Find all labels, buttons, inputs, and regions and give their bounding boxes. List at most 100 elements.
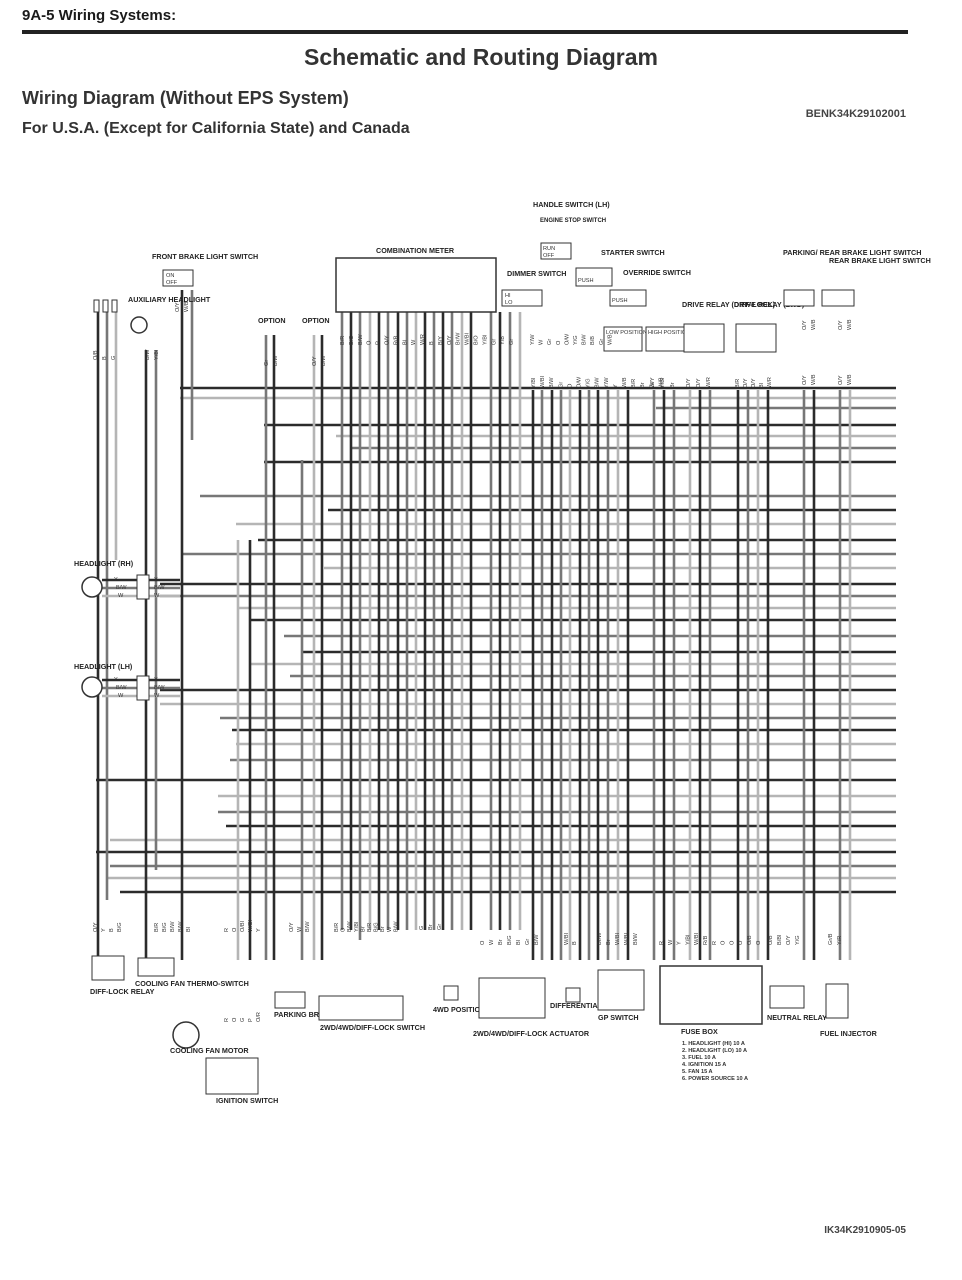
- svg-text:HIGH POSITION DIODE: HIGH POSITION DIODE: [648, 330, 710, 336]
- wire-color-label: Gr: [491, 339, 497, 345]
- svg-text:RUN: RUN: [543, 246, 555, 252]
- wire-color-label: B/W: [154, 585, 165, 591]
- wire-color-label: W/B: [622, 377, 628, 388]
- svg-text:OFF: OFF: [166, 280, 178, 286]
- wire-color-label: O/Y: [802, 375, 808, 385]
- wire-color-label: O/B: [768, 935, 774, 945]
- svg-text:NEUTRAL RELAY: NEUTRAL RELAY: [767, 1013, 827, 1022]
- starter-switch: STARTER SWITCH PUSH: [575, 248, 665, 287]
- wire-color-label: Bl: [186, 927, 192, 932]
- wire-color-label: Gr: [437, 924, 443, 930]
- low-position-diode: LOW POSITION DIODE: [603, 326, 667, 352]
- wire-color-label: B/W: [170, 921, 176, 932]
- wire-color-label: Gr: [509, 339, 515, 345]
- wire-color-label: B/O: [474, 335, 480, 345]
- svg-text:DIMMER SWITCH: DIMMER SWITCH: [507, 269, 567, 278]
- wire-color-label: O/Y: [751, 378, 757, 388]
- svg-text:PARKING/ REAR BRAKE LIGHT SWIT: PARKING/ REAR BRAKE LIGHT SWITCH: [783, 248, 921, 257]
- svg-text:FRONT BRAKE LIGHT SWITCH: FRONT BRAKE LIGHT SWITCH: [152, 252, 258, 261]
- wire-color-label: Y: [677, 941, 683, 945]
- wire-color-label: W: [668, 939, 674, 945]
- wire-color-label: B/W: [393, 921, 399, 932]
- wire-color-label: W/R: [420, 334, 426, 345]
- wire-color-label: Br/W: [456, 332, 462, 345]
- document-code: BENK34K29102001: [805, 108, 906, 120]
- fuse-list: 1. HEADLIGHT (HI) 10 A2. HEADLIGHT (LO) …: [682, 1041, 748, 1082]
- wire-color-label: O/B: [747, 935, 753, 945]
- wire-color-label: Y/G: [573, 335, 579, 345]
- engine-stop-switch: ENGINE STOP SWITCH RUN OFF: [540, 218, 606, 260]
- wire-color-label: Y/Bl: [660, 378, 666, 388]
- wire-color-label: W: [154, 593, 160, 599]
- wire-color-label: Br: [640, 382, 646, 388]
- override-switch: OVERRIDE SWITCH PUSH: [609, 268, 691, 307]
- fuse-list-item: 4. IGNITION 15 A: [682, 1062, 726, 1068]
- wire-color-label: B/W: [154, 685, 165, 691]
- wire-color-label: Y/R: [837, 936, 843, 945]
- wire-color-label: Br: [670, 382, 676, 388]
- wire-color-label: B/Bl: [777, 935, 783, 945]
- wire-color-label: B: [429, 341, 435, 345]
- wire-color-label: B/W: [116, 685, 127, 691]
- page-title: Schematic and Routing Diagram: [303, 44, 658, 70]
- mode-switch-2wd-4wd: 2WD/4WD/DIFF-LOCK SWITCH: [318, 995, 425, 1032]
- wire-color-label: W: [297, 926, 303, 932]
- wire-color-label: W/B: [184, 301, 190, 312]
- combination-meter-label: COMBINATION METER: [376, 246, 455, 255]
- wire-color-label: Gr: [558, 382, 564, 388]
- wire-color-label: O/Bl: [240, 921, 246, 932]
- wire-color-label: W/Bl: [465, 333, 471, 345]
- wire-color-label: Y: [256, 928, 262, 932]
- svg-text:HI: HI: [505, 293, 511, 299]
- wire-color-label: O: [480, 940, 486, 945]
- svg-text:FUEL INJECTOR: FUEL INJECTOR: [820, 1029, 878, 1038]
- wire-color-label: Bl/W: [633, 932, 639, 945]
- wire-color-label: B/R: [735, 379, 741, 388]
- wire-color-label: B: [109, 928, 115, 932]
- ignition-switch: IGNITION SWITCH: [205, 1057, 278, 1105]
- wire-color-label: Br/W: [597, 932, 603, 945]
- wire-color-label: Gr: [525, 939, 531, 945]
- wire-color-label: W/R: [767, 377, 773, 388]
- svg-text:OVERRIDE SWITCH: OVERRIDE SWITCH: [623, 268, 691, 277]
- wire-color-label: W/B: [811, 374, 817, 385]
- wire-color-label: Gr/B: [828, 933, 834, 945]
- wire-color-label: Br: [606, 939, 612, 945]
- wire-color-label: Y/Bl: [482, 335, 488, 345]
- wire-color-label: W/B: [658, 377, 664, 388]
- wire-color-label: R: [712, 941, 718, 945]
- wire-color-label: O/Y: [838, 375, 844, 385]
- wire-color-label: O/B: [93, 350, 99, 360]
- wire-color-label: O: [556, 340, 562, 345]
- wire-color-label: B/G: [374, 922, 380, 932]
- wire-color-label: B/W: [534, 934, 540, 945]
- wire-color-label: W/B: [811, 319, 817, 330]
- parking-rear-brake-switch: PARKING/ REAR BRAKE LIGHT SWITCH: [783, 248, 921, 307]
- svg-text:PUSH: PUSH: [578, 278, 594, 284]
- wire-color-label: Bl: [516, 940, 522, 945]
- wire-color-label: Y/G: [586, 378, 592, 388]
- wire-color-label: O/Y: [312, 356, 318, 366]
- wire-color-label: Y: [101, 928, 107, 932]
- wire-color-label: O/Y: [802, 320, 808, 330]
- wire-color-label: W/Bl: [540, 376, 546, 388]
- wire-color-label: B/R: [631, 379, 637, 388]
- wire-color-label: Gr: [599, 339, 605, 345]
- svg-text:GP SWITCH: GP SWITCH: [598, 1013, 639, 1022]
- fuse-list-item: 5. FAN 15 A: [682, 1069, 713, 1075]
- drive-relay-diff-lock: DRIVE RELAY (DIFF-LOCK): [682, 300, 776, 353]
- wire-color-label: W/B: [847, 374, 853, 385]
- wire-color-label: Y: [154, 577, 158, 583]
- diff-lock-actuator: 2WD/4WD/DIFF-LOCK ACTUATOR: [473, 977, 590, 1038]
- wire-color-label: W/R: [706, 377, 712, 388]
- wire-color-label: R: [376, 341, 382, 345]
- wire-color-label: Y: [154, 677, 158, 683]
- diagram-subtitle: Wiring Diagram (Without EPS System): [22, 88, 349, 108]
- wire-color-label: W/Y: [650, 377, 656, 388]
- option-label-2: OPTION: [302, 316, 330, 325]
- wire-color-label: W/Bl: [248, 920, 254, 932]
- wire-color-label: O/Y: [743, 378, 749, 388]
- neutral-relay: NEUTRAL RELAY: [767, 985, 827, 1022]
